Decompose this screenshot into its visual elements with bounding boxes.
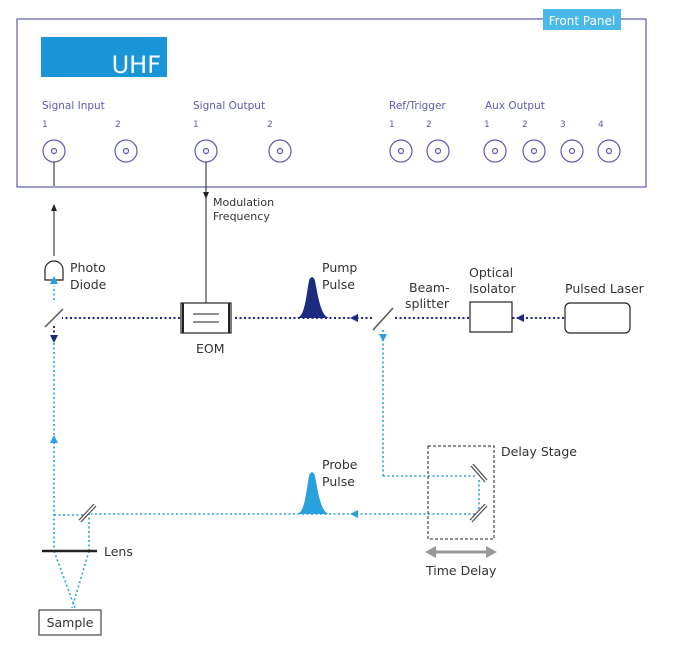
aux-output-3-connector[interactable]: [560, 139, 584, 163]
photo-label-line2: Diode: [70, 277, 107, 292]
aux-output-3-number: 3: [560, 120, 566, 130]
time-delay-arrow-icon: [425, 546, 497, 558]
photodiode-icon: [44, 260, 64, 281]
front-panel-border: [16, 18, 647, 188]
aux-output-2-number: 2: [522, 120, 528, 130]
signal-output-1-connector[interactable]: [194, 139, 218, 163]
output-arrow-icon: [203, 192, 209, 199]
signal-output-2-number: 2: [267, 120, 273, 130]
aux-output-4-connector[interactable]: [597, 139, 621, 163]
ref-trigger-2-number: 2: [426, 120, 432, 130]
aux-output-2-connector[interactable]: [522, 139, 546, 163]
signal-input-1-connector[interactable]: [42, 139, 66, 163]
optical-isolator-box: [469, 301, 513, 333]
beamsplitter-icon: [372, 307, 394, 331]
pump-arrow-3-icon: [50, 335, 58, 343]
input-arrow-icon: [51, 204, 57, 211]
delay-stage-label: Delay Stage: [501, 444, 577, 459]
ref-trigger-2-connector[interactable]: [426, 139, 450, 163]
ref-trigger-label: Ref/Trigger: [389, 100, 446, 112]
front-panel-tag: [543, 9, 621, 30]
eom-icon: [180, 302, 232, 334]
uhf-logo: [41, 37, 167, 77]
uhf-logo-text: UHF: [112, 51, 161, 79]
ref-trigger-1-connector[interactable]: [389, 139, 413, 163]
pump-arrow-1-icon: [516, 314, 524, 322]
electrical-cables: [53, 162, 207, 303]
pump-arrow-2-icon: [350, 314, 358, 322]
aux-output-1-connector[interactable]: [483, 139, 507, 163]
probe-arrow-photodiode-icon: [50, 276, 58, 284]
probe-arrow-left-icon: [350, 510, 358, 518]
front-panel-tag-label: Front Panel: [549, 14, 616, 28]
probe-label-line2: Pulse: [322, 474, 355, 489]
ref-trigger-1-number: 1: [389, 120, 395, 130]
time-delay-label: Time Delay: [425, 563, 497, 578]
signal-output-label: Signal Output: [193, 100, 265, 112]
aux-output-label: Aux Output: [485, 100, 545, 112]
signal-input-2-connector[interactable]: [114, 139, 138, 163]
pump-label-line1: Pump: [322, 260, 357, 275]
aux-output-1-number: 1: [484, 120, 490, 130]
pump-label-line2: Pulse: [322, 277, 355, 292]
optical-label-line1: Optical: [469, 265, 513, 280]
signal-output-2-connector[interactable]: [268, 139, 292, 163]
sample-label: Sample: [47, 615, 94, 630]
lens-label: Lens: [104, 544, 133, 559]
pump-pulse-shape: [296, 277, 330, 318]
delay-mirror-top-icon: [470, 463, 488, 483]
photo-label-line1: Photo: [70, 260, 106, 275]
signal-input-2-number: 2: [115, 120, 121, 130]
probe-pulse-shape: [296, 472, 330, 514]
pulsed-laser-label: Pulsed Laser: [565, 281, 645, 296]
optical-label-line2: Isolator: [469, 281, 517, 296]
modulation-label-line1: Modulation: [213, 196, 274, 209]
signal-input-1-number: 1: [42, 120, 48, 130]
bottom-mirror-icon: [78, 503, 97, 523]
eom-label: EOM: [196, 341, 225, 356]
probe-label-line1: Probe: [322, 457, 358, 472]
front-panel: Front Panel UHF Signal Input Signal Outp…: [16, 9, 647, 188]
signal-input-label: Signal Input: [42, 100, 105, 112]
pulsed-laser-box: [564, 302, 631, 334]
probe-beam: [53, 286, 480, 609]
modulation-label-line2: Frequency: [213, 210, 270, 223]
delay-mirror-bottom-icon: [469, 503, 488, 523]
beamsplitter-label-line1: Beam-: [409, 280, 450, 295]
signal-output-1-number: 1: [193, 120, 199, 130]
aux-output-4-number: 4: [598, 120, 604, 130]
left-mirror-icon: [44, 308, 64, 328]
sample-box: [38, 609, 102, 636]
beamsplitter-label-line2: splitter: [405, 296, 450, 311]
probe-arrow-down-icon: [379, 334, 387, 342]
probe-arrow-up-icon: [50, 435, 58, 443]
delay-stage-box[interactable]: [427, 445, 495, 540]
